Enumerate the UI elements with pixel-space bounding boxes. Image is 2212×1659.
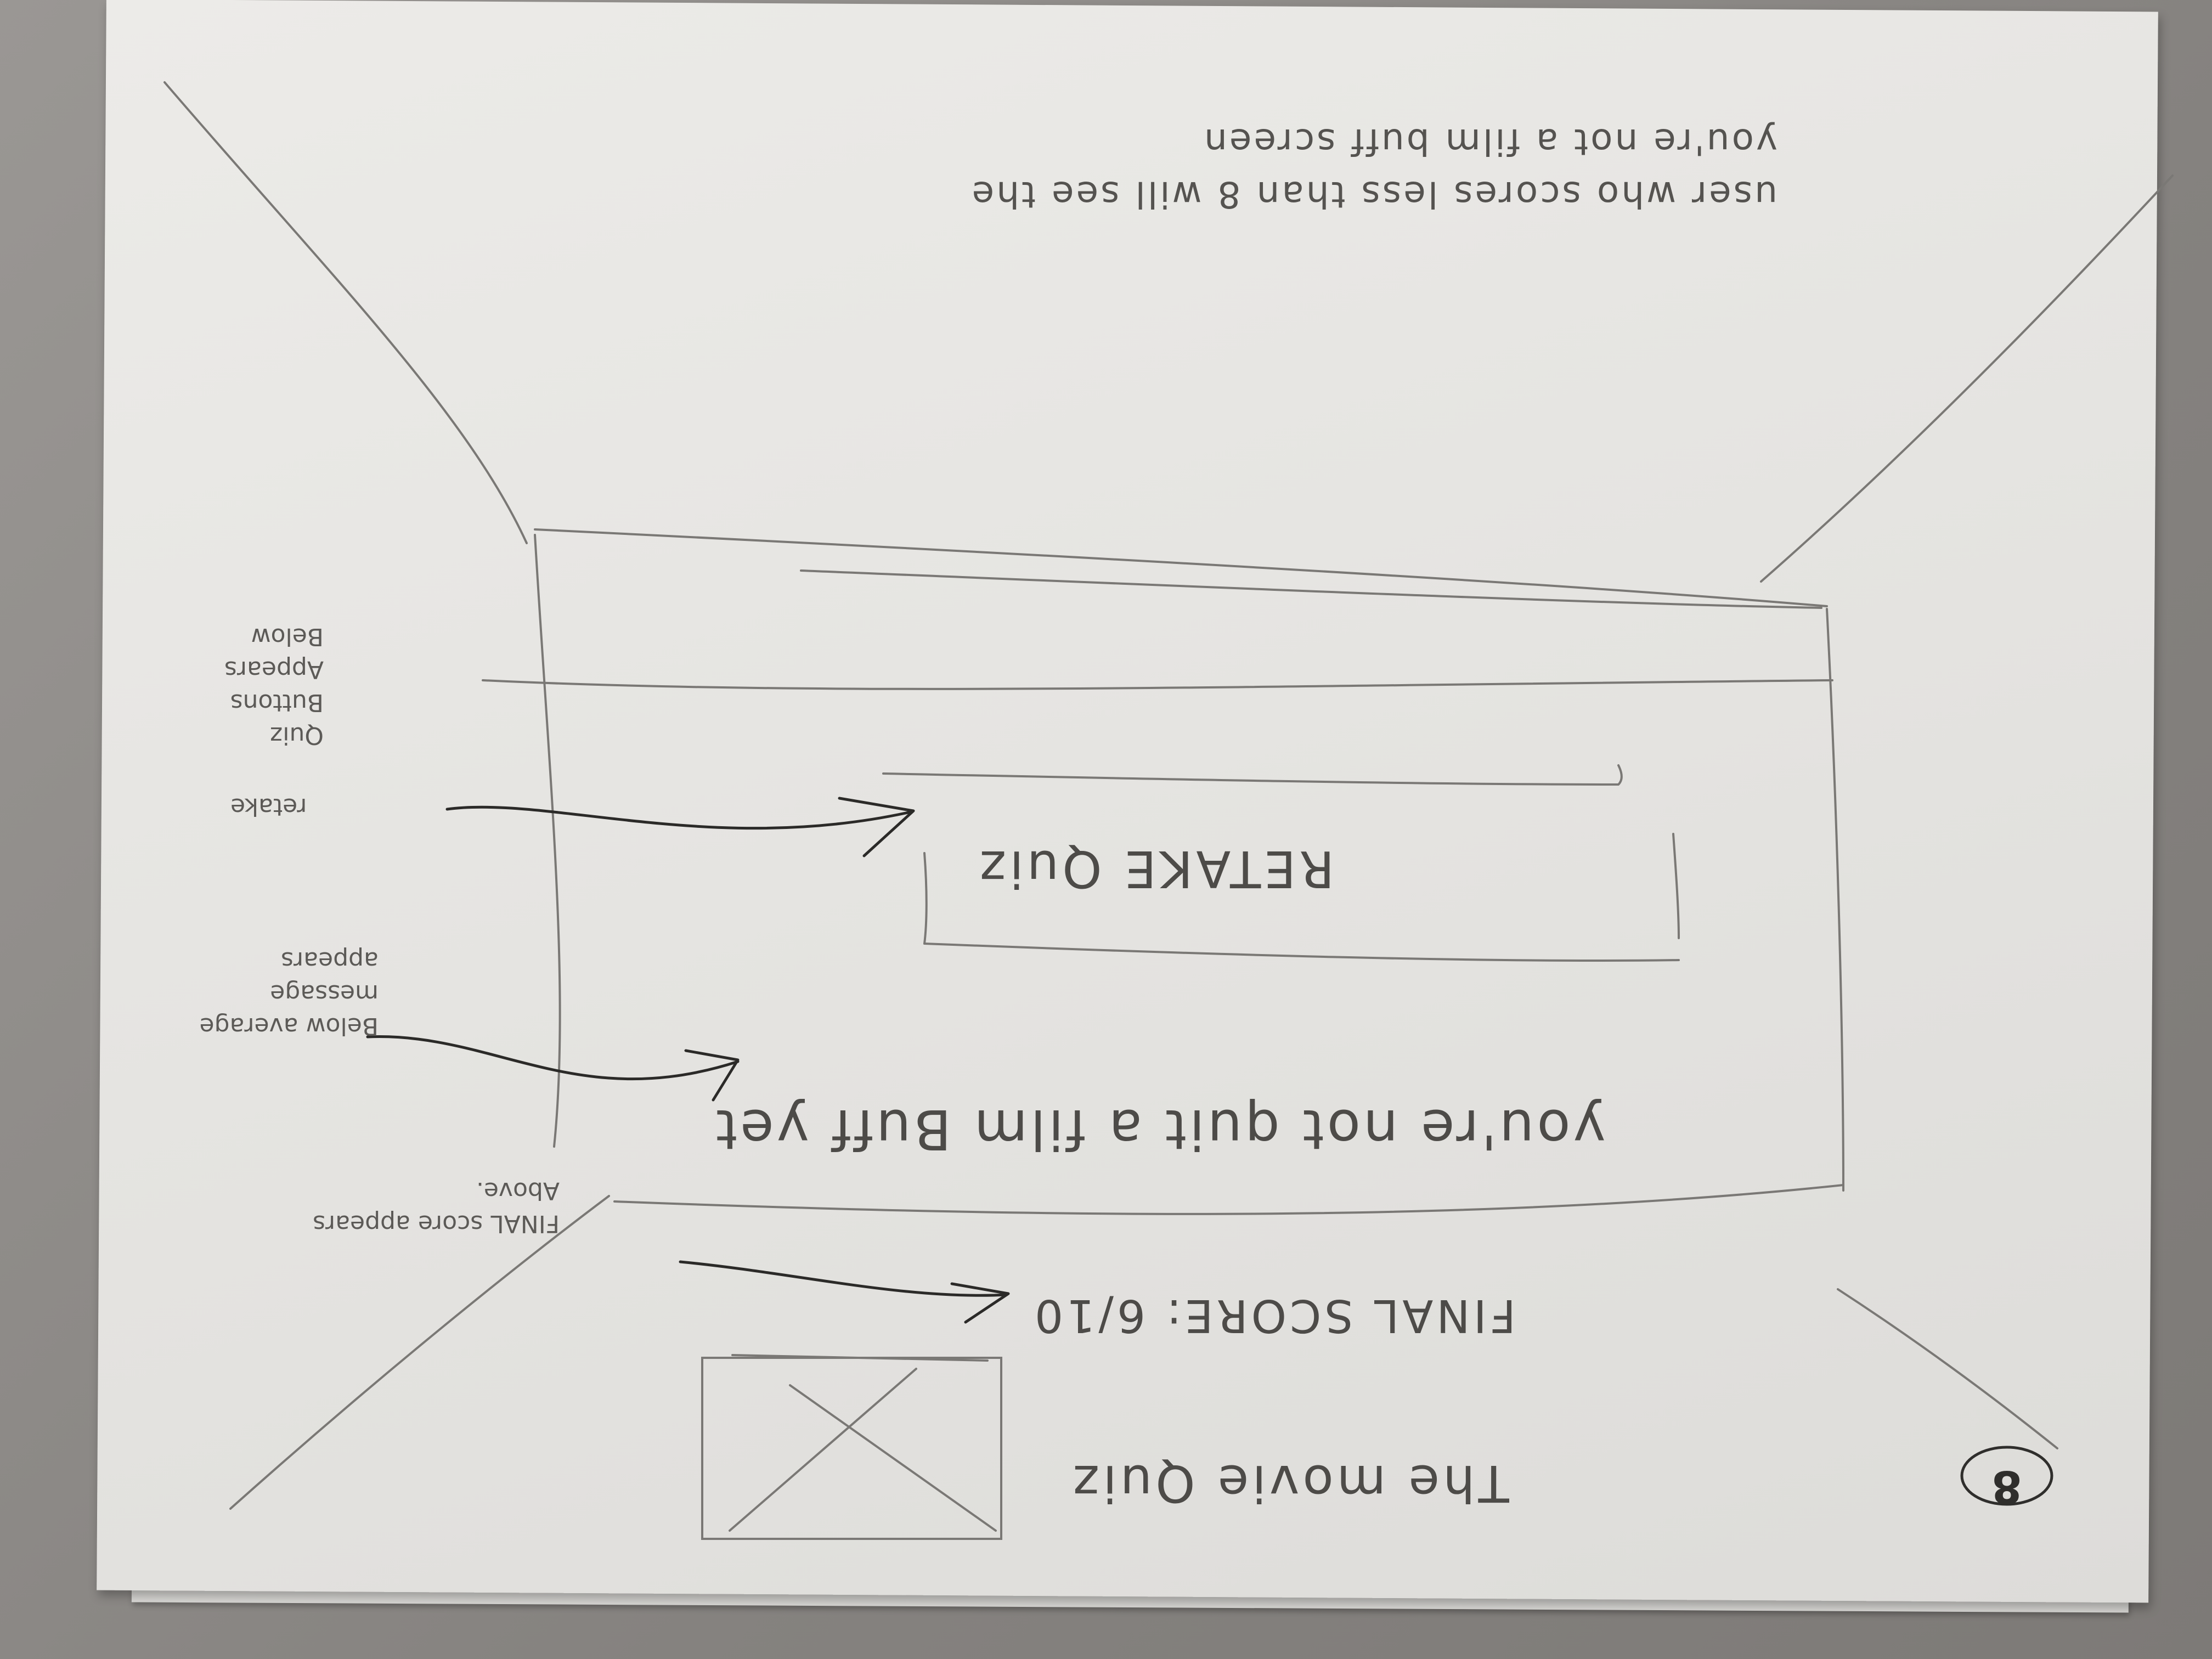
page-number: 8 <box>1991 1461 2022 1513</box>
screen-top-edge-2 <box>800 569 1822 609</box>
diagonal-line-bottom-right <box>1837 1288 2058 1449</box>
annotation-retake-buttons: Quiz Buttons Appears Below <box>224 623 324 749</box>
annotation-score: FINAL score appears Above. <box>313 1177 560 1238</box>
screen-left-edge <box>534 534 561 1148</box>
retake-button-top <box>882 764 1623 786</box>
final-score: FINAL SCORE: 6/10 <box>1031 1289 1516 1341</box>
diagonal-line-top-right <box>1760 174 2174 583</box>
image-placeholder-box <box>701 1357 1002 1540</box>
arrow-score <box>679 1260 1008 1297</box>
retake-button-right <box>1672 833 1680 939</box>
arrow-retake <box>445 805 912 830</box>
retake-button-left <box>923 852 928 945</box>
quiz-title: The movie Quiz <box>1070 1454 1509 1513</box>
screen-top-edge <box>534 528 1828 607</box>
retake-button-bottom <box>923 943 1680 962</box>
image-placeholder-top <box>731 1354 989 1362</box>
screen-bottom-edge <box>613 1184 1844 1215</box>
arrow-score-head <box>950 1282 1010 1324</box>
page-number-circle <box>1960 1446 2053 1506</box>
screen-header-line <box>482 679 1833 690</box>
arrow-retake-head <box>838 797 915 857</box>
arrow-message-head <box>684 1049 740 1102</box>
image-placeholder-diagonal-a <box>729 1368 917 1532</box>
retake-quiz-button-label: RETAKE Quiz <box>977 839 1335 898</box>
sketch-note: user who scores less than 8 will see the… <box>969 121 1778 216</box>
screen-right-edge <box>1826 608 1844 1192</box>
image-placeholder-diagonal-b <box>789 1384 997 1532</box>
annotation-retake: retake <box>230 793 307 821</box>
result-message: you're not quit a film Buff yet <box>713 1097 1606 1161</box>
annotation-message: Below average message appears <box>199 946 379 1040</box>
arrow-message <box>366 1035 740 1081</box>
diagonal-line-top-left <box>163 81 528 544</box>
diagonal-line-bottom-left <box>229 1195 610 1510</box>
